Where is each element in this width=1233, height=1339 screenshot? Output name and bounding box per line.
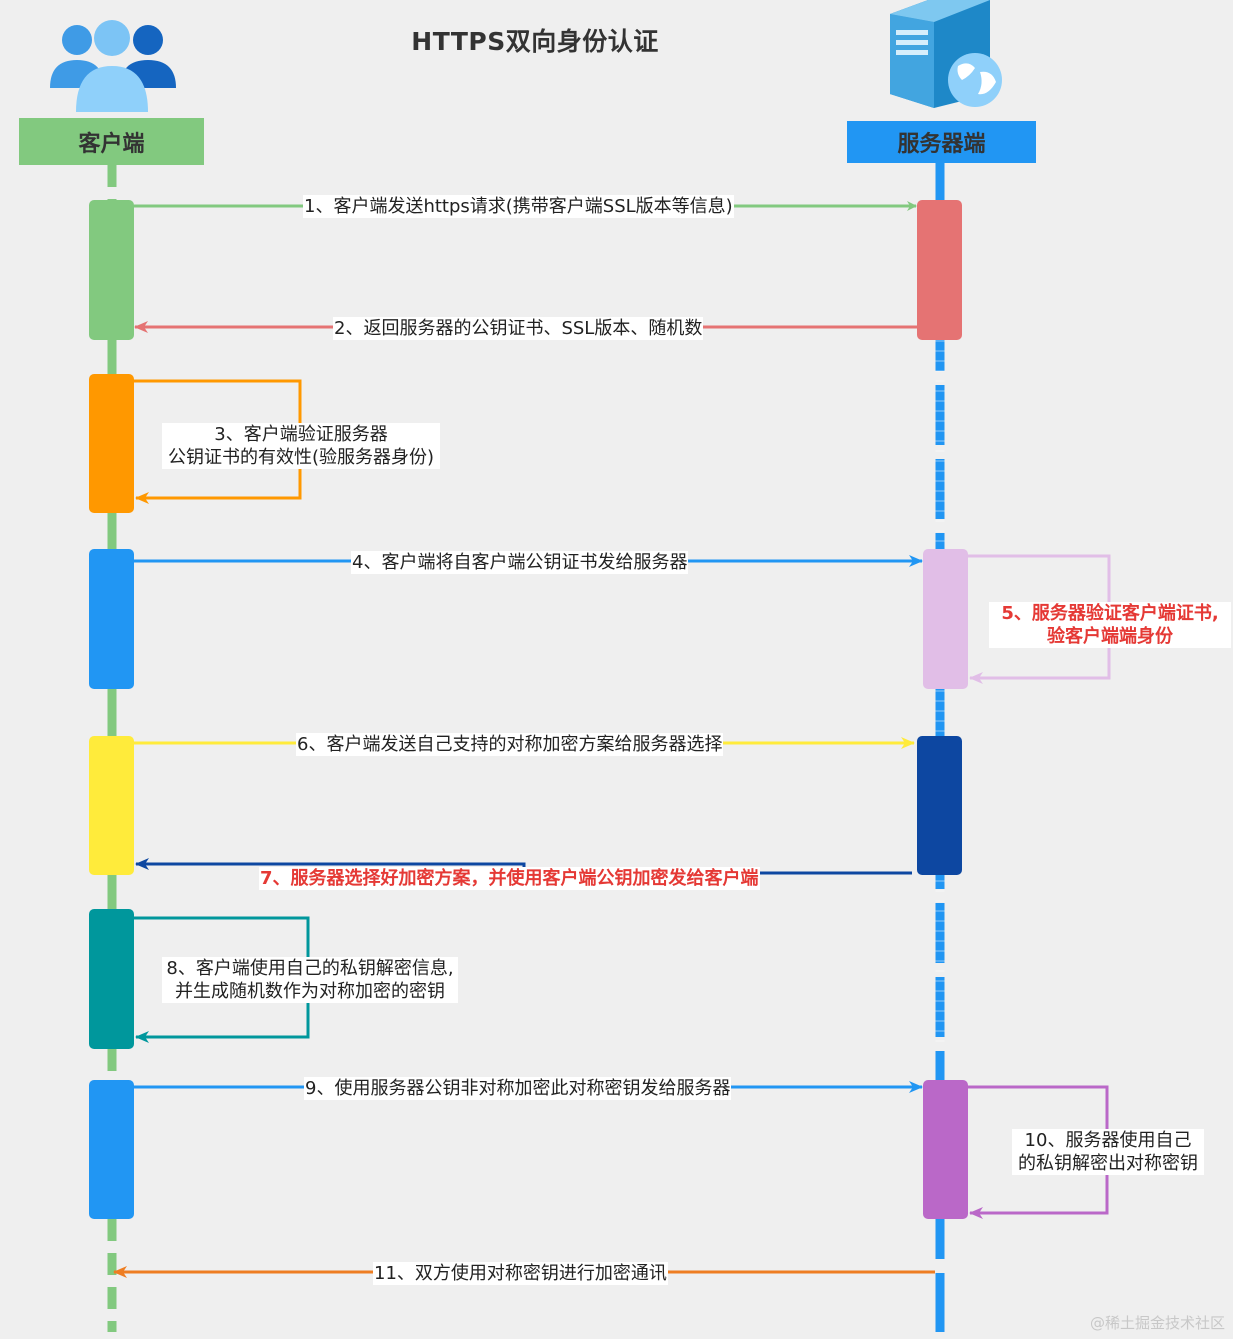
step-11-label: 11、双方使用对称密钥进行加密通讯 (373, 1262, 668, 1285)
server-activation-6 (917, 736, 962, 875)
step-6-label: 6、客户端发送自己支持的对称加密方案给服务器选择 (296, 733, 724, 756)
step-2-label: 2、返回服务器的公钥证书、SSL版本、随机数 (333, 317, 704, 340)
step-10-line-2: 的私钥解密出对称密钥 (1018, 1153, 1198, 1174)
step-3-label: 3、客户端验证服务器 公钥证书的有效性(验服务器身份) (162, 423, 440, 469)
client-activation-6 (89, 736, 134, 875)
client-activation-9 (89, 1080, 134, 1219)
client-activation-4 (89, 549, 134, 689)
client-activation-8 (89, 909, 134, 1049)
server-activation-1 (917, 200, 962, 340)
client-actor-box: 客户端 (19, 118, 204, 165)
step-3-line-2: 公钥证书的有效性(验服务器身份) (167, 447, 435, 468)
step-10-line-1: 10、服务器使用自己 (1024, 1130, 1192, 1151)
step-5-label: 5、服务器验证客户端证书, 验客户端端身份 (989, 602, 1231, 648)
step-8-line-2: 并生成随机数作为对称加密的密钥 (175, 981, 445, 1002)
step-5-line-1: 5、服务器验证客户端证书, (1001, 603, 1219, 624)
client-activation-3 (89, 374, 134, 513)
step-9-label: 9、使用服务器公钥非对称加密此对称密钥发给服务器 (304, 1077, 732, 1100)
step-4-label: 4、客户端将自客户端公钥证书发给服务器 (351, 551, 689, 574)
server-globe-icon (890, 0, 1002, 108)
step-1-label: 1、客户端发送https请求(携带客户端SSL版本等信息) (303, 195, 734, 218)
step-7-label: 7、服务器选择好加密方案，并使用客户端公钥加密发给客户端 (259, 867, 760, 890)
users-group-icon (50, 20, 176, 112)
client-activation-1 (89, 200, 134, 340)
server-activation-5 (923, 549, 968, 689)
watermark: @稀土掘金技术社区 (1089, 1314, 1225, 1332)
step-3-line-1: 3、客户端验证服务器 (214, 424, 388, 445)
step-8-label: 8、客户端使用自己的私钥解密信息, 并生成随机数作为对称加密的密钥 (162, 957, 458, 1003)
step-5-line-2: 验客户端端身份 (1047, 626, 1173, 647)
server-activation-10 (923, 1080, 968, 1219)
diagram-title: HTTPS双向身份认证 (411, 27, 659, 56)
server-actor-box: 服务器端 (847, 121, 1036, 163)
step-8-line-1: 8、客户端使用自己的私钥解密信息, (166, 958, 454, 979)
step-10-label: 10、服务器使用自己 的私钥解密出对称密钥 (1012, 1129, 1204, 1175)
